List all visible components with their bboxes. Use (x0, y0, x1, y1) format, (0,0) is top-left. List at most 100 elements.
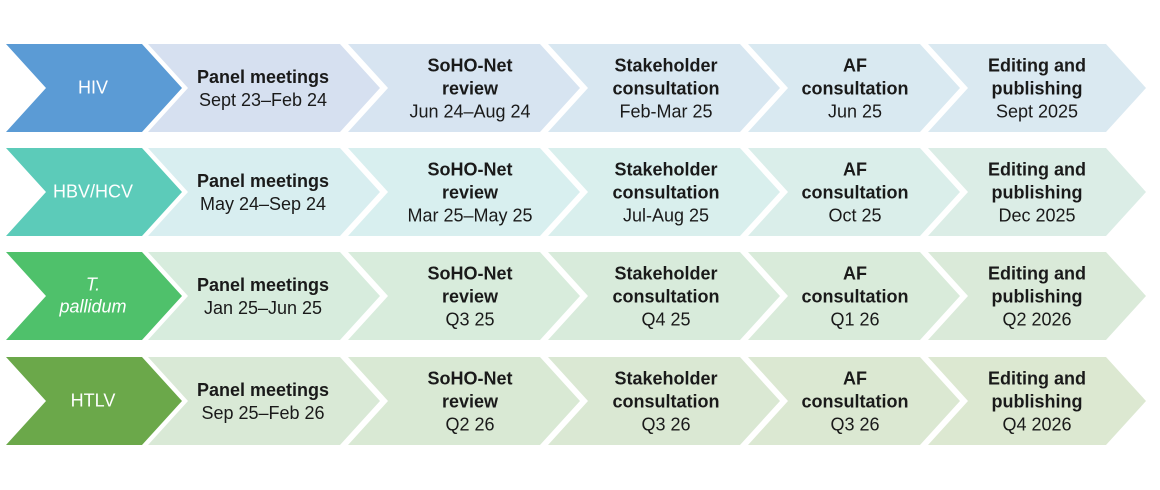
stage-title: Editing and (988, 263, 1086, 283)
stage-date: Q1 26 (830, 309, 879, 329)
stage-date: Q4 25 (641, 309, 690, 329)
stage-date: Q3 25 (445, 309, 494, 329)
stage-title: Stakeholder (614, 368, 717, 388)
stage-date: Q3 26 (830, 414, 879, 434)
stage-shape (148, 357, 380, 445)
stage-chevron: Stakeholder consultation Q3 26 (548, 357, 780, 445)
stage-title: consultation (802, 391, 909, 411)
stage-chevron: SoHO-Net review Q3 25 (348, 252, 580, 340)
stage-shape (748, 44, 960, 132)
stage-date: Feb-Mar 25 (619, 101, 712, 121)
stage-date: Q4 2026 (1002, 414, 1071, 434)
stage-shape (148, 44, 380, 132)
row-label-chevron: HIV (6, 44, 182, 132)
stage-title: consultation (802, 182, 909, 202)
stage-shape (548, 357, 780, 445)
row-label-shape (6, 252, 182, 340)
stage-date: Sep 25–Feb 26 (201, 403, 324, 423)
row-label: HTLV (71, 391, 116, 411)
row-label: T. (86, 275, 100, 295)
stage-shape (348, 44, 580, 132)
stage-title: AF (843, 159, 867, 179)
stage-shape (748, 252, 960, 340)
stage-shape (748, 357, 960, 445)
stage-shape (548, 148, 780, 236)
stage-date: Jul-Aug 25 (623, 205, 709, 225)
stage-title: Stakeholder (614, 263, 717, 283)
stage-shape (548, 44, 780, 132)
row-label-chevron: HBV/HCV (6, 148, 182, 236)
stage-date: Jun 25 (828, 101, 882, 121)
stage-title: Editing and (988, 159, 1086, 179)
stage-date: May 24–Sep 24 (200, 194, 326, 214)
row-label: pallidum (58, 297, 126, 317)
row-label: HBV/HCV (53, 182, 133, 202)
stage-title: SoHO-Net (428, 159, 513, 179)
stage-title: review (442, 286, 499, 306)
stage-title: publishing (992, 391, 1083, 411)
stage-date: Dec 2025 (998, 205, 1075, 225)
stage-title: consultation (613, 182, 720, 202)
stage-title: SoHO-Net (428, 368, 513, 388)
stage-title: review (442, 391, 499, 411)
stage-chevron: AF consultation Q1 26 (748, 252, 960, 340)
stage-shape (148, 252, 380, 340)
stage-title: consultation (802, 78, 909, 98)
row-label-shape (6, 44, 182, 132)
stage-date: Sept 2025 (996, 101, 1078, 121)
row-label-chevron: T.pallidum (6, 252, 182, 340)
stage-title: review (442, 78, 499, 98)
stage-title: consultation (613, 391, 720, 411)
stage-shape (348, 148, 580, 236)
stage-title: Panel meetings (197, 275, 329, 295)
row-label-shape (6, 357, 182, 445)
stage-title: publishing (992, 182, 1083, 202)
stage-shape (148, 148, 380, 236)
stage-title: AF (843, 368, 867, 388)
row-label-shape (6, 148, 182, 236)
stage-chevron: AF consultation Q3 26 (748, 357, 960, 445)
stage-date: Sept 23–Feb 24 (199, 90, 327, 110)
stage-title: review (442, 182, 499, 202)
stage-shape (928, 252, 1146, 340)
stage-date: Oct 25 (828, 205, 881, 225)
stage-shape (348, 252, 580, 340)
stage-title: publishing (992, 286, 1083, 306)
stage-title: AF (843, 55, 867, 75)
stage-title: consultation (802, 286, 909, 306)
stage-shape (928, 148, 1146, 236)
stage-title: Stakeholder (614, 55, 717, 75)
stage-title: Panel meetings (197, 380, 329, 400)
stage-date: Q3 26 (641, 414, 690, 434)
stage-title: publishing (992, 78, 1083, 98)
stage-title: Panel meetings (197, 171, 329, 191)
stage-date: Jan 25–Jun 25 (204, 298, 322, 318)
stage-title: consultation (613, 78, 720, 98)
stage-title: AF (843, 263, 867, 283)
row-label: HIV (78, 78, 108, 98)
row-label-chevron: HTLV (6, 357, 182, 445)
stage-shape (748, 148, 960, 236)
stage-title: Editing and (988, 55, 1086, 75)
stage-title: Panel meetings (197, 67, 329, 87)
stage-title: Stakeholder (614, 159, 717, 179)
stage-date: Mar 25–May 25 (407, 205, 532, 225)
stage-title: SoHO-Net (428, 263, 513, 283)
